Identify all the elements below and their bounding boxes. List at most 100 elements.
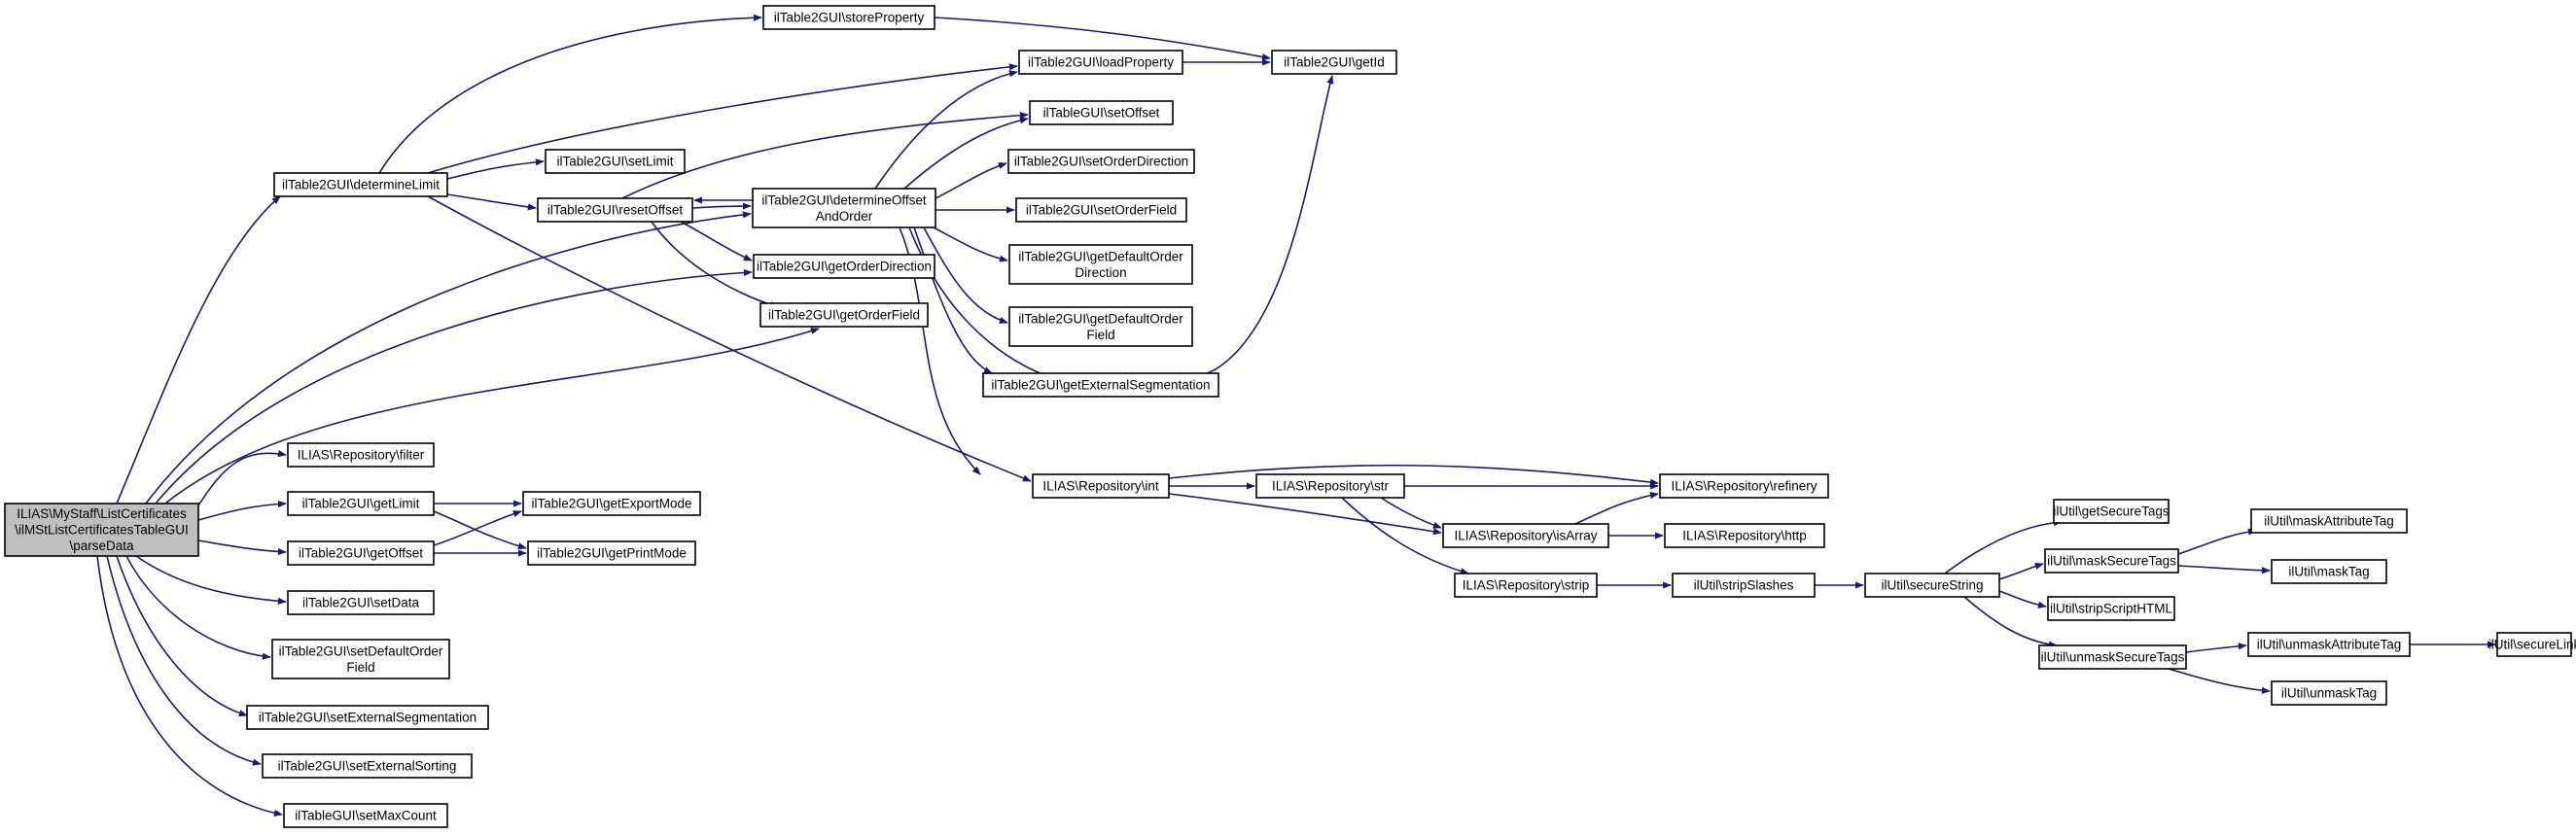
e-secureString-maskSecureTags [1998,562,2044,580]
node-mask-attribute-tag[interactable]: ilUtil\maskAttributeTag [2250,508,2408,534]
node-get-order-direction[interactable]: ilTable2GUI\getOrderDirection [753,254,935,279]
e-root-setExternalSorting [106,555,262,766]
node-load-property[interactable]: ilTable2GUI\loadProperty [1018,50,1183,75]
node-label-line: ilUtil\stripSlashes [1694,578,1794,593]
node-strip-slashes[interactable]: ilUtil\stripSlashes [1672,573,1816,598]
node-set-offset[interactable]: ilTableGUI\setOffset [1029,100,1174,125]
node-get-order-field[interactable]: ilTable2GUI\getOrderField [759,302,929,328]
node-filter[interactable]: ILIAS\Repository\filter [287,442,435,468]
node-label-line: ilUtil\unmaskAttributeTag [2257,638,2402,652]
node-set-max-count[interactable]: ilTableGUI\setMaxCount [283,803,448,828]
node-label-line: ilTable2GUI\getOrderField [768,308,920,323]
node-secure-string[interactable]: ilUtil\secureString [1864,573,2000,598]
node-mask-secure-tags[interactable]: ilUtil\maskSecureTags [2044,548,2179,574]
e-root-getOrderDirection [155,268,753,504]
e-determineOffsetAndOrder-getDefaultOrderDirection [933,226,1008,262]
node-label-line: ilTable2GUI\setExternalSegmentation [259,711,476,725]
node-mask-tag[interactable]: ilUtil\maskTag [2271,559,2387,584]
node-get-print-mode[interactable]: ilTable2GUI\getPrintMode [527,540,696,566]
node-box [271,639,450,679]
node-box [2038,644,2187,670]
node-refinery[interactable]: ILIAS\Repository\refinery [1659,473,1829,499]
node-label-line: ilTable2GUI\getPrintMode [537,546,687,561]
node-label-line: ilTable2GUI\getExternalSegmentation [991,378,1210,393]
node-box [752,188,936,228]
node-unmask-secure-tags[interactable]: ilUtil\unmaskSecureTags [2038,644,2187,670]
node-store-property[interactable]: ilTable2GUI\storeProperty [762,5,935,30]
node-label-line: ILIAS\Repository\isArray [1454,529,1597,543]
e-determineLimit-resetOffset [446,193,537,211]
node-unmask-attribute-tag[interactable]: ilUtil\unmaskAttributeTag [2247,632,2411,657]
node-label-line: ilUtil\maskSecureTags [2047,554,2176,569]
node-box [545,149,686,174]
node-set-order-field[interactable]: ilTable2GUI\setOrderField [1015,197,1187,223]
node-secure-link[interactable]: ilUtil\secureLink [2488,632,2576,657]
node-get-export-mode[interactable]: ilTable2GUI\getExportMode [522,491,701,516]
node-box [2044,548,2179,574]
node-strip[interactable]: ILIAS\Repository\strip [1454,573,1598,598]
node-int[interactable]: ILIAS\Repository\int [1032,473,1170,499]
node-label-line: ilUtil\unmaskSecureTags [2041,650,2185,665]
node-set-external-segmentation[interactable]: ilTable2GUI\setExternalSegmentation [246,705,489,730]
e-root-getOffset [197,539,287,556]
node-get-id[interactable]: ilTable2GUI\getId [1271,50,1397,75]
node-strip-script-html[interactable]: ilUtil\stripScriptHTML [2047,596,2175,621]
node-label-line: ilTable2GUI\getDefaultOrder [1018,311,1183,326]
node-label-line: ilUtil\secureString [1881,578,1983,593]
node-box [1454,573,1598,598]
node-label-line: ILIAS\Repository\int [1042,479,1159,494]
node-box [2247,632,2411,657]
node-set-external-sorting[interactable]: ilTable2GUI\setExternalSorting [262,753,473,779]
e-determineOffsetAndOrder-setOrderDirection [935,162,1007,199]
node-label-line: ILIAS\Repository\strip [1463,578,1590,593]
e-determineLimit-int [427,195,1032,482]
node-box [287,491,435,516]
nodes: ILIAS\MyStaff\ListCertificates\ilMStList… [4,5,2576,828]
node-label-line: ilTableGUI\setOffset [1043,106,1160,121]
node-label-line: ilTable2GUI\getId [1284,55,1385,70]
node-set-order-direction[interactable]: ilTable2GUI\setOrderDirection [1007,149,1195,174]
node-get-secure-tags[interactable]: ilUtil\getSecureTags [2053,499,2170,524]
node-label-line: ilUtil\maskAttributeTag [2264,514,2394,529]
node-label-line: \parseData [69,539,134,553]
node-label-line: ilTable2GUI\storeProperty [774,11,925,25]
node-box [2047,596,2175,621]
node-get-limit[interactable]: ilTable2GUI\getLimit [287,491,435,516]
node-box [753,254,935,279]
e-root-filter [197,450,287,506]
node-box [287,442,435,468]
node-set-data[interactable]: ilTable2GUI\setData [287,590,435,615]
e-root-getOrderField [164,328,820,504]
root-node[interactable]: ILIAS\MyStaff\ListCertificates\ilMStList… [4,503,199,557]
node-reset-offset[interactable]: ilTable2GUI\resetOffset [537,197,693,223]
node-box [1018,50,1183,75]
node-label-line: ILIAS\MyStaff\ListCertificates [17,506,187,521]
node-unmask-tag[interactable]: ilUtil\unmaskTag [2271,680,2387,706]
node-box [1029,100,1174,125]
node-box [1659,473,1829,499]
node-box [1271,50,1397,75]
node-label-line: ilTable2GUI\getDefaultOrder [1018,249,1183,263]
e-resetOffset-setOffset [621,112,1029,199]
node-box [1672,573,1816,598]
node-get-offset[interactable]: ilTable2GUI\getOffset [287,540,435,566]
e-storeProperty-getId [934,17,1271,61]
node-get-external-segmentation[interactable]: ilTable2GUI\getExternalSegmentation [982,372,1219,398]
node-box [1032,473,1170,499]
e-secureString-getSecureTags [1944,519,2063,574]
node-label-line: ilTable2GUI\setDefaultOrder [279,644,443,658]
node-str[interactable]: ILIAS\Repository\str [1255,473,1405,499]
node-box [1255,473,1405,499]
node-box [4,503,199,557]
node-determine-limit[interactable]: ilTable2GUI\determineLimit [273,172,448,197]
node-is-array[interactable]: ILIAS\Repository\isArray [1442,523,1609,548]
node-http[interactable]: ILIAS\Repository\http [1664,523,1825,548]
e-maskSecureTags-maskTag [2177,565,2271,574]
e-resetOffset-determineOffsetAndOrder [691,202,752,210]
e-secureString-unmaskSecureTags [1963,596,2058,648]
node-set-limit[interactable]: ilTable2GUI\setLimit [545,149,686,174]
